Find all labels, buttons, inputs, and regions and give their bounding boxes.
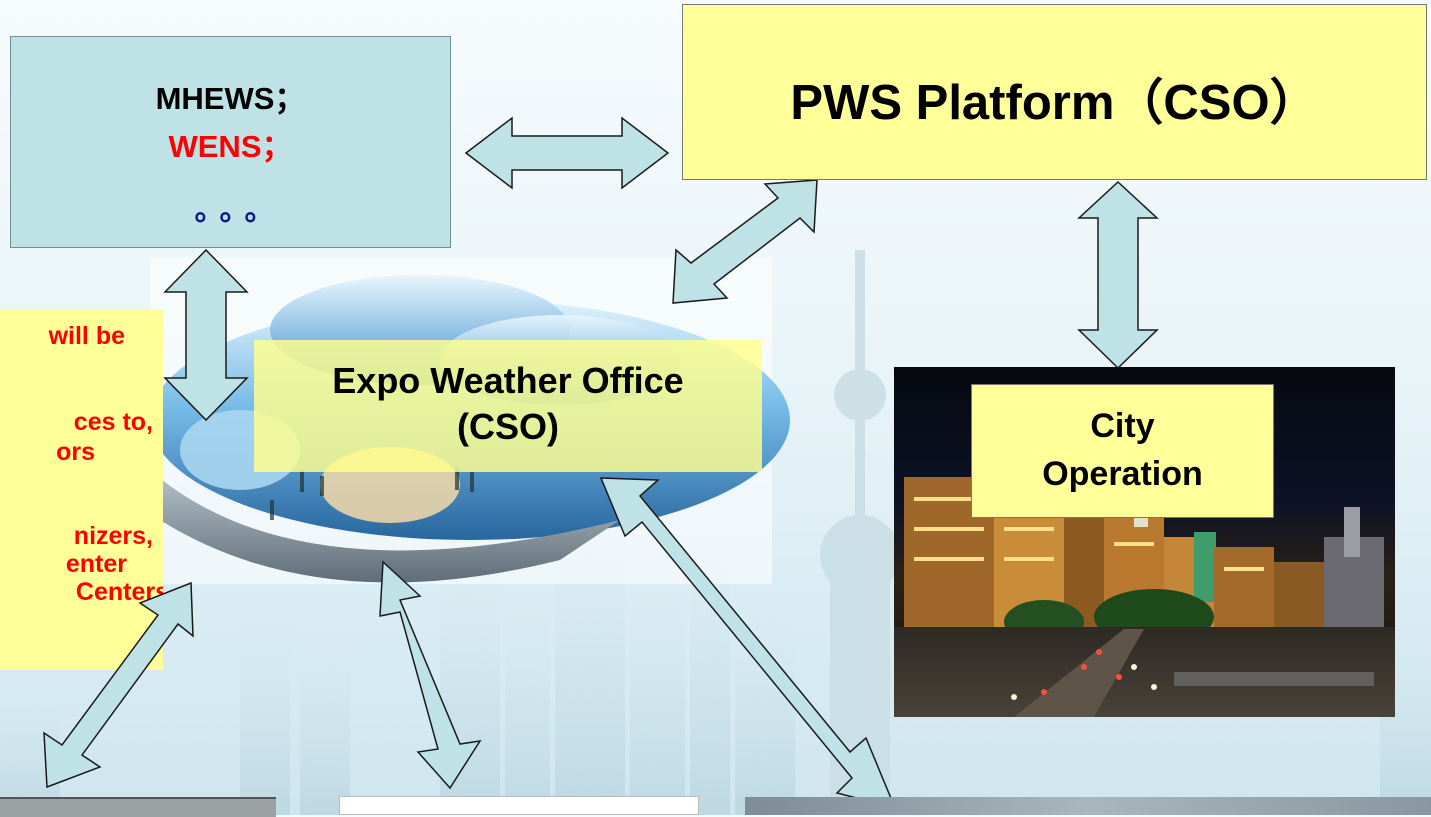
side-note-line: will be (48, 322, 125, 350)
mhews-label: MHEWS； (155, 81, 306, 116)
expo-weather-office-box: Expo Weather Office (CSO) (254, 340, 762, 472)
city-operation-box: City Operation (971, 384, 1274, 518)
side-note-line: enter (65, 550, 127, 578)
side-note-line: ces to, (73, 408, 153, 436)
pws-platform-box: PWS Platform（CSO） (682, 4, 1427, 180)
arrow-expo-bottom-center (379, 560, 482, 790)
ellipsis-label: 。。。 (194, 194, 285, 227)
city-operation-line1: City (1090, 407, 1155, 445)
mhews-wens-box: MHEWS； WENS； 。。。 (10, 36, 451, 248)
side-note-line: ors (56, 438, 95, 466)
city-operation-line2: Operation (1042, 455, 1203, 493)
expo-office-title: Expo Weather Office (332, 360, 684, 401)
arrow-pws-expo (672, 179, 818, 304)
arrow-pws-city (1077, 180, 1159, 370)
bottom-center-box (339, 796, 699, 815)
wens-label: WENS； (168, 129, 293, 164)
bottom-left-image (0, 797, 276, 817)
expo-office-subtitle: (CSO) (457, 406, 559, 447)
arrow-expo-bottom-left (43, 581, 194, 789)
bottom-right-image (745, 797, 1431, 815)
side-note-panel: will be ces to, ors nizers, enter Center… (0, 310, 163, 670)
side-note-line: nizers, (73, 522, 153, 550)
arrow-mhews-pws (464, 116, 670, 190)
arrow-expo-bottom-right (599, 477, 897, 810)
pws-platform-label: PWS Platform（CSO） (790, 76, 1319, 130)
arrow-mhews-expo (163, 248, 249, 422)
